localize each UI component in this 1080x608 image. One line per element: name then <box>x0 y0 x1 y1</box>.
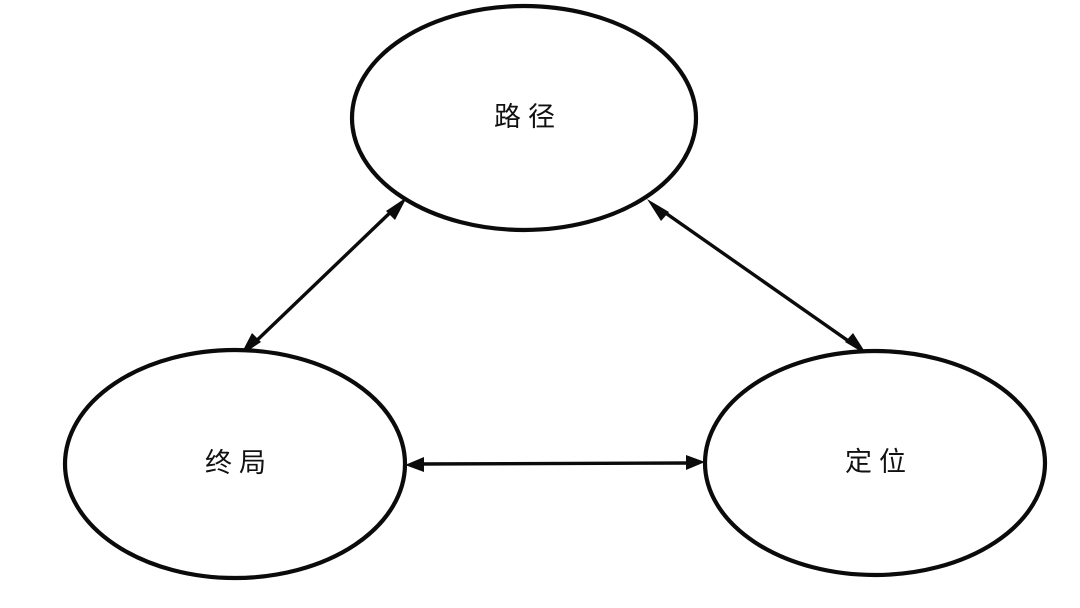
node-positioning-label: 定位 <box>845 447 913 477</box>
node-endgame-ellipse <box>62 347 408 581</box>
node-path[interactable]: 路径 <box>349 3 699 233</box>
node-endgame[interactable]: 终局 <box>62 347 408 581</box>
node-endgame-label: 终局 <box>205 448 273 478</box>
edge-endgame-path-arrowhead-end <box>386 197 407 220</box>
edge-path-positioning[interactable] <box>647 199 867 355</box>
edge-endgame-positioning-arrowhead-end <box>686 455 705 470</box>
edge-path-positioning-arrowhead-start <box>647 199 669 221</box>
edge-endgame-path-line <box>248 204 399 349</box>
node-positioning[interactable]: 定位 <box>702 348 1048 578</box>
node-positioning-ellipse <box>702 348 1048 578</box>
edge-endgame-positioning-line <box>417 461 693 466</box>
edge-path-positioning-line <box>656 205 858 349</box>
node-path-ellipse <box>349 3 699 233</box>
edge-endgame-path[interactable] <box>240 197 407 356</box>
node-path-label: 路径 <box>494 102 562 132</box>
edge-endgame-positioning[interactable] <box>405 455 705 472</box>
edge-endgame-positioning-arrowhead-start <box>405 457 424 472</box>
